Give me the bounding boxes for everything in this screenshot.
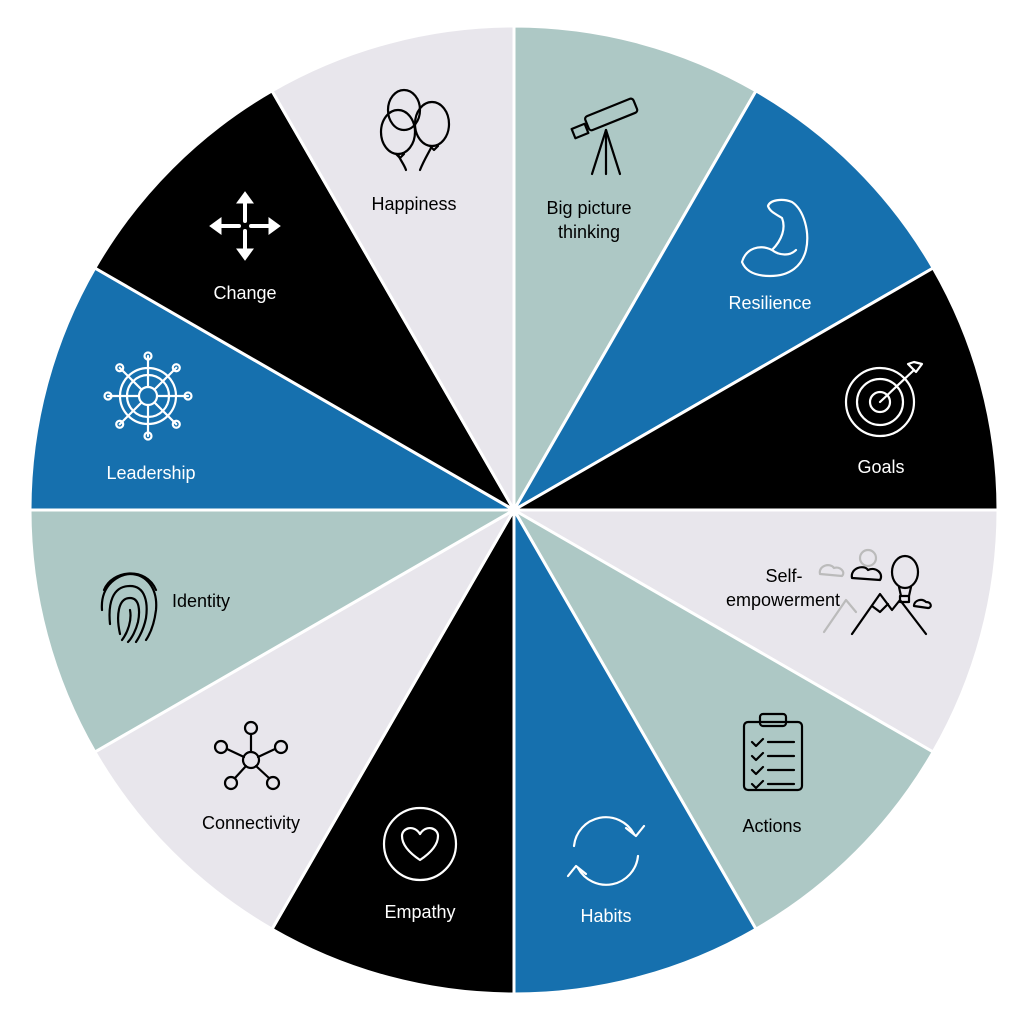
label-line: Goals bbox=[857, 457, 904, 477]
label-line: Self- bbox=[765, 566, 802, 586]
label-resilience: Resilience bbox=[728, 293, 811, 313]
label-connectivity: Connectivity bbox=[202, 813, 300, 833]
segment-leadership bbox=[28, 265, 520, 512]
network-icon bbox=[213, 720, 289, 791]
segment-big-picture-thinking bbox=[512, 24, 759, 516]
segment-identity bbox=[28, 508, 520, 755]
label-line: Connectivity bbox=[202, 813, 300, 833]
label-line: empowerment bbox=[726, 590, 840, 610]
label-line: Leadership bbox=[106, 463, 195, 483]
label-line: Big picture bbox=[546, 198, 631, 218]
clipboard-checklist-icon bbox=[742, 712, 804, 792]
balloons-icon bbox=[379, 88, 451, 172]
fingerprint-icon bbox=[100, 572, 158, 644]
heart-icon bbox=[382, 806, 458, 882]
label-self-empowerment: Self-empowerment bbox=[726, 566, 840, 610]
label-line: Change bbox=[213, 283, 276, 303]
label-habits: Habits bbox=[580, 906, 631, 926]
label-actions: Actions bbox=[742, 816, 801, 836]
segment-resilience bbox=[509, 88, 936, 515]
label-identity: Identity bbox=[172, 591, 230, 611]
label-line: Happiness bbox=[371, 194, 456, 214]
segment-empathy bbox=[269, 504, 516, 996]
segment-happiness bbox=[269, 24, 516, 516]
mountains-balloon-icon bbox=[818, 548, 932, 636]
cycle-arrows-icon bbox=[566, 816, 646, 886]
target-icon bbox=[844, 360, 924, 438]
segment-goals bbox=[508, 265, 1000, 512]
segment-connectivity bbox=[92, 505, 519, 932]
label-big-picture-thinking: Big picture thinking bbox=[546, 198, 631, 242]
segment-change bbox=[92, 88, 519, 515]
telescope-icon bbox=[570, 97, 639, 176]
label-line: thinking bbox=[558, 222, 620, 242]
label-change: Change bbox=[213, 283, 276, 303]
label-line: Empathy bbox=[384, 902, 455, 922]
segment-actions bbox=[509, 505, 936, 932]
label-empathy: Empathy bbox=[384, 902, 455, 922]
label-leadership: Leadership bbox=[106, 463, 195, 483]
flexed-arm-icon bbox=[740, 198, 809, 278]
label-happiness: Happiness bbox=[371, 194, 456, 214]
label-line: Actions bbox=[742, 816, 801, 836]
label-line: Resilience bbox=[728, 293, 811, 313]
label-line: Habits bbox=[580, 906, 631, 926]
label-goals: Goals bbox=[857, 457, 904, 477]
label-line: Identity bbox=[172, 591, 230, 611]
segment-habits bbox=[512, 504, 759, 996]
move-arrows-icon bbox=[209, 191, 281, 261]
ship-wheel-icon bbox=[103, 351, 193, 441]
